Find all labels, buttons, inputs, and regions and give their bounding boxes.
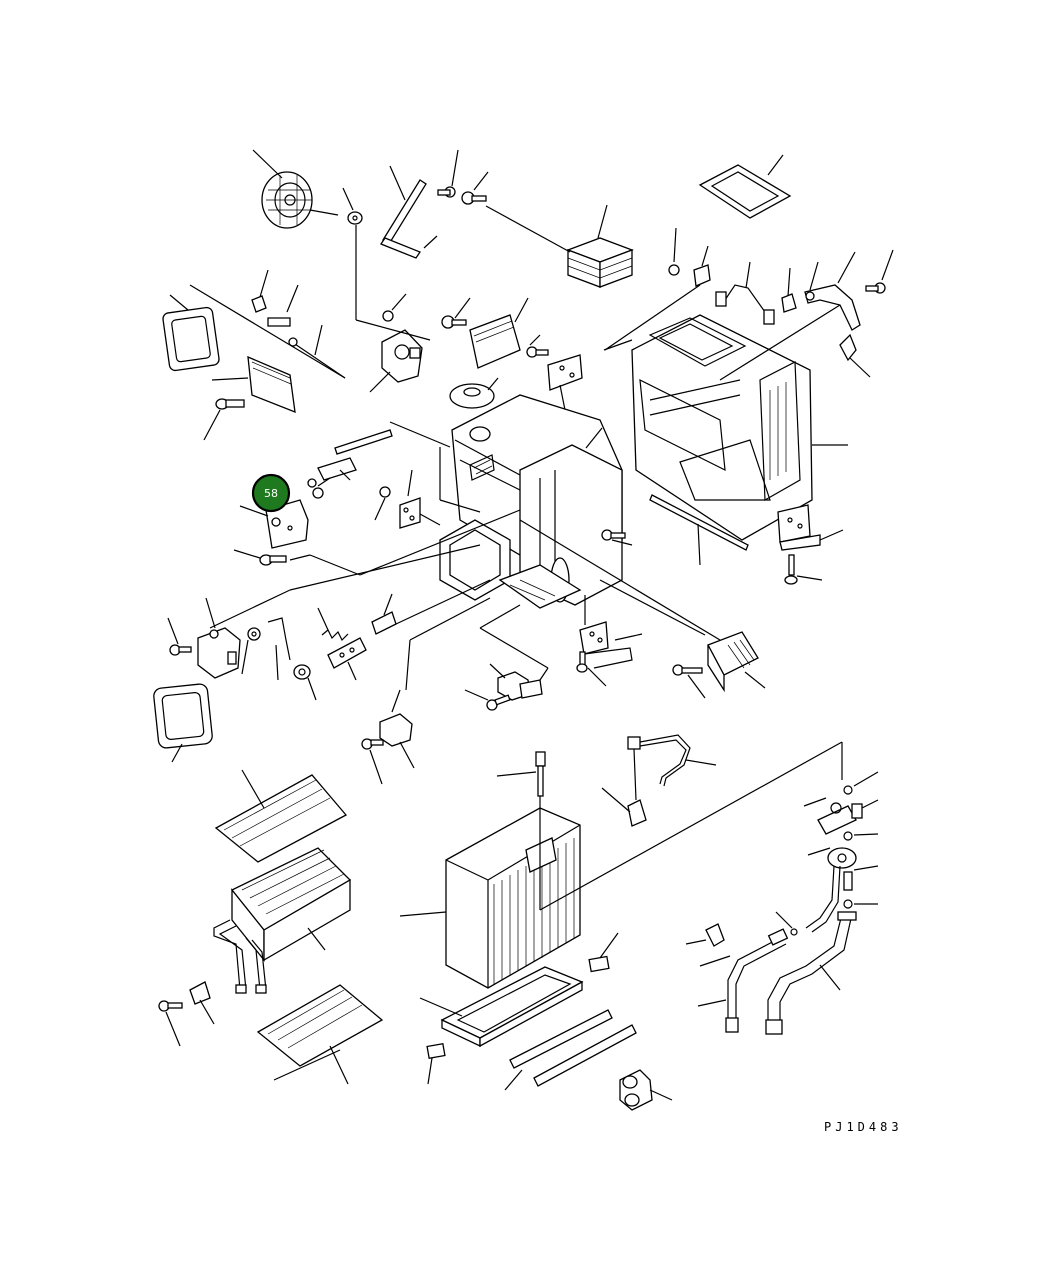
grommet [293, 664, 311, 680]
pad-small-2 [426, 1042, 446, 1060]
evaporator-core [445, 807, 581, 989]
link-rod-mid [334, 429, 393, 455]
screw-heater [158, 1000, 183, 1012]
spring-rod [267, 617, 291, 661]
clip-tr-2 [781, 293, 797, 313]
washer-top [347, 211, 363, 225]
duct-square [439, 519, 511, 601]
filter-plate-lower [256, 984, 384, 1067]
screw-center [601, 529, 626, 541]
screw-right [784, 554, 798, 585]
screw-tr-3 [865, 282, 886, 294]
clip-lower-mid [379, 713, 413, 747]
pad-small-1 [588, 955, 610, 973]
screw-cushion [441, 315, 467, 329]
callout-58[interactable]: 58 [251, 473, 291, 513]
connector-block [707, 631, 759, 693]
lever-bracket [327, 637, 367, 669]
actuator-upper [381, 329, 423, 383]
screw-clip-mid [486, 694, 511, 711]
screw-left-mid [379, 486, 391, 498]
clip-tr [693, 264, 711, 287]
seal-strip-1 [509, 1009, 613, 1069]
rod-thin [288, 337, 346, 379]
spring [321, 629, 349, 642]
grommet-double [619, 1069, 653, 1111]
sensor-wire [627, 734, 691, 827]
hose-small [725, 928, 789, 1033]
hose-large [765, 911, 857, 1035]
filter-block [247, 355, 296, 414]
bolt-evap [535, 751, 546, 797]
tray-bottom [498, 564, 582, 609]
bracket-center [579, 621, 633, 669]
callout-58-badge[interactable] [251, 473, 291, 513]
ring-donut [449, 383, 495, 409]
center-housing [451, 394, 623, 606]
screw-left [215, 398, 245, 410]
screw-lower-left [169, 644, 192, 656]
bracket-left-mid [399, 497, 421, 529]
blower-fan-disc [261, 171, 313, 229]
gasket-left-upper [162, 306, 220, 372]
clip-small-a [251, 295, 291, 327]
clamp-heater [189, 981, 211, 1005]
cam-plate [371, 611, 397, 635]
exp-valve [817, 802, 863, 835]
heater-pipes [213, 919, 267, 994]
screw-clip-lower [361, 738, 384, 750]
seal-strip-2 [533, 1024, 637, 1087]
bracket-mid [547, 354, 583, 391]
screw-top-2 [461, 191, 487, 205]
screw-actuator [259, 554, 287, 566]
flange-pipe [805, 847, 857, 933]
screw-top-1 [437, 186, 456, 198]
heater-core [230, 847, 352, 962]
cam-lever [317, 457, 357, 481]
link-rod-upper [380, 179, 427, 259]
gasket-top-right [698, 164, 792, 219]
upper-housing [631, 314, 813, 541]
actuator-small [265, 499, 309, 549]
actuator-lower [197, 627, 241, 679]
cushion [469, 314, 521, 369]
screw-conn [672, 664, 703, 676]
pad-stack [566, 237, 634, 288]
wire-sensor [715, 284, 775, 325]
screw-act [382, 310, 394, 322]
screw-tr-1 [668, 264, 680, 276]
drawing-code: PJ1D483 [824, 1120, 903, 1134]
link-tr [839, 333, 857, 362]
strip-seal [649, 494, 749, 551]
nut-lower [247, 627, 261, 641]
lever-tr [804, 284, 861, 331]
clip-mid [497, 671, 543, 701]
gasket-left-lower [153, 683, 213, 749]
filter-plate-upper [214, 774, 348, 863]
drain-tray [440, 966, 584, 1048]
sensor-plug [705, 923, 725, 947]
screw-bracket [526, 346, 549, 358]
bracket-right [777, 504, 821, 551]
nut-left [307, 478, 324, 499]
callout-58-label[interactable]: 58 [264, 487, 278, 500]
screw-center-2 [576, 651, 588, 673]
